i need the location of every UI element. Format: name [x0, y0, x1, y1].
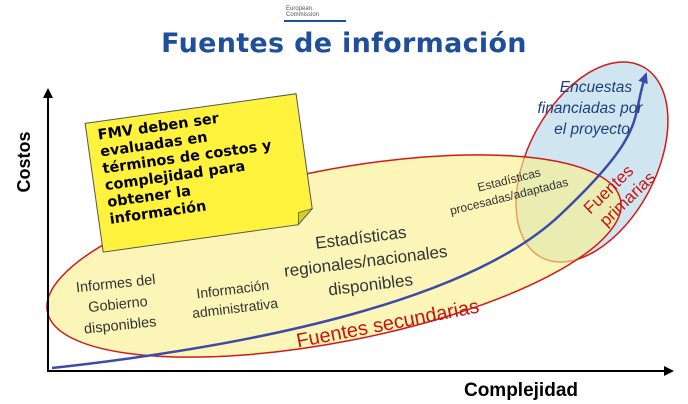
source-line: Gobierno [87, 294, 148, 316]
note-box: FMV deben ser evaluadas en términos de c… [84, 93, 314, 253]
logo-line-2: Commission [286, 12, 320, 18]
logo-line-1: European [286, 6, 313, 12]
source-line: disponibles [83, 314, 157, 337]
cost-complexity-curve [51, 72, 648, 370]
slide-title: Fuentes de información [161, 28, 527, 59]
x-axis-label: Complejidad [464, 380, 578, 401]
source-line: Encuestas [560, 79, 633, 96]
source-line: el proyecto [554, 121, 630, 138]
y-axis-label: Costos [14, 131, 34, 192]
ec-logo: European Commission [286, 6, 346, 18]
source-encuestas: Encuestas financiadas por el proyecto [537, 79, 643, 138]
logo-bar [284, 20, 346, 22]
source-gobierno: Informes del Gobierno disponibles [75, 272, 157, 338]
source-line: financiadas por [537, 100, 643, 117]
